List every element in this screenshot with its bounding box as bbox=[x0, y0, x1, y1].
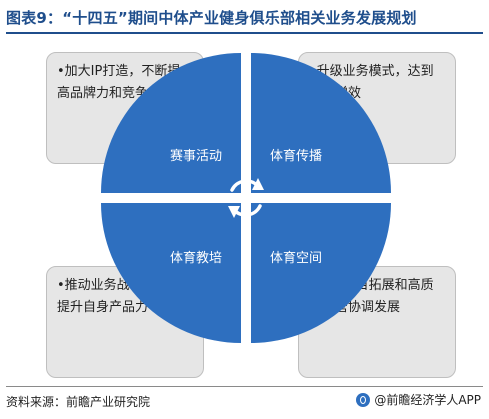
quadrant-top-left bbox=[101, 53, 241, 193]
quadrant-label-top-left: 赛事活动 bbox=[170, 148, 222, 164]
quadrant-label-bottom-right: 体育空间 bbox=[270, 250, 322, 266]
quadrant-circle bbox=[101, 53, 391, 343]
page-title: 图表9：“十四五”期间中体产业健身俱乐部相关业务发展规划 bbox=[6, 9, 417, 27]
source-note: 资料来源：前瞻产业研究院 bbox=[6, 395, 151, 409]
title-divider bbox=[6, 32, 483, 34]
quadrant-label-top-right: 体育传播 bbox=[270, 148, 322, 164]
brand-text: @前瞻经济学人APP bbox=[374, 393, 481, 407]
cycle-arrows-icon bbox=[228, 178, 264, 218]
footer-divider bbox=[6, 386, 483, 387]
quadrant-bottom-right bbox=[251, 203, 391, 343]
quadrant-label-bottom-left: 体育教培 bbox=[170, 250, 222, 266]
brand-credit: @前瞻经济学人APP bbox=[356, 391, 481, 408]
card-top-left-text: •加大IP打造，不断提高品牌力和竞争力 bbox=[57, 64, 181, 101]
quadrant-bottom-left bbox=[101, 203, 241, 343]
quadrant-top-right bbox=[251, 53, 391, 193]
brand-logo-icon bbox=[356, 392, 371, 407]
